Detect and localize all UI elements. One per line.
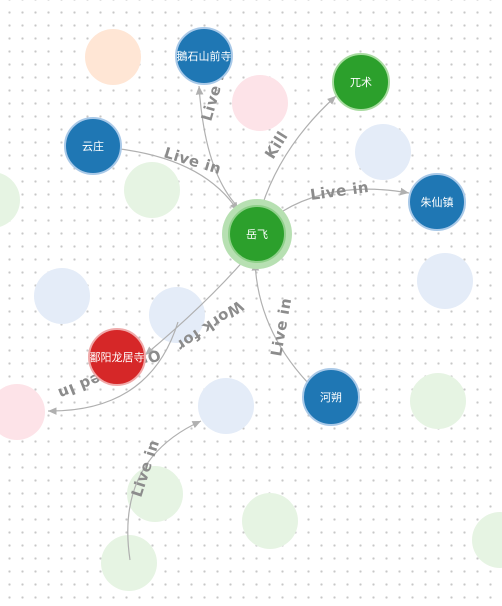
- edges: [47, 85, 410, 561]
- faded-node: [85, 29, 141, 85]
- edge-yuefei-zhuxianzhen: [282, 187, 410, 212]
- node-label-zhuxianzhen: 朱仙镇: [421, 195, 454, 209]
- node-wuzhu[interactable]: 兀术: [332, 53, 390, 111]
- faded-node: [355, 124, 411, 180]
- faded-node: [198, 378, 254, 434]
- edge-label-live-in-zhuxianzhen: Live in: [309, 178, 370, 204]
- faded-node: [242, 493, 298, 549]
- edge-poyang-ghost: [47, 321, 179, 415]
- edge-label-live-in-heshuo: Live in: [267, 296, 295, 357]
- faded-node: [101, 535, 157, 591]
- faded-node: [0, 384, 45, 440]
- node-label-wuzhu: 兀术: [350, 76, 372, 89]
- node-zhuxianzhen[interactable]: 朱仙镇: [408, 173, 466, 231]
- node-poyang[interactable]: 鄱阳龙居寺: [88, 328, 146, 386]
- faded-node: [410, 373, 466, 429]
- node-label-yuefei: 岳飞: [246, 228, 268, 241]
- nodes: 鵝石山前寺 兀术 云庄 岳飞 朱仙镇 鄱阳龙居寺 河朔: [64, 27, 466, 426]
- faded-node: [127, 466, 183, 522]
- node-label-heshuo: 河朔: [320, 391, 342, 404]
- edge-heshuo-yuefei: [251, 261, 310, 385]
- node-yuefei[interactable]: 岳飞: [222, 199, 292, 269]
- edge-yunzhuang-yuefei: [119, 148, 239, 212]
- edge-yuefei-eshishan: [195, 85, 241, 210]
- edge-ghost-ghost: [127, 420, 202, 561]
- faded-node: [124, 162, 180, 218]
- faded-nodes: [0, 29, 502, 591]
- faded-node: [232, 75, 288, 131]
- node-label-poyang: 鄱阳龙居寺: [90, 351, 145, 364]
- faded-node: [149, 287, 205, 343]
- faded-node: [0, 173, 20, 227]
- node-label-eshishan: 鵝石山前寺: [177, 49, 232, 63]
- edge-label-kill: Kill: [261, 128, 292, 162]
- faded-node: [34, 268, 90, 324]
- node-yunzhuang[interactable]: 云庄: [64, 117, 122, 175]
- faded-node: [472, 512, 502, 568]
- edge-yuefei-poyang: [144, 257, 247, 356]
- edge-yuefei-wuzhu: [261, 95, 337, 207]
- node-eshishan[interactable]: 鵝石山前寺: [175, 27, 233, 85]
- faded-node: [417, 253, 473, 309]
- node-heshuo[interactable]: 河朔: [302, 368, 360, 426]
- node-label-yunzhuang: 云庄: [82, 139, 104, 153]
